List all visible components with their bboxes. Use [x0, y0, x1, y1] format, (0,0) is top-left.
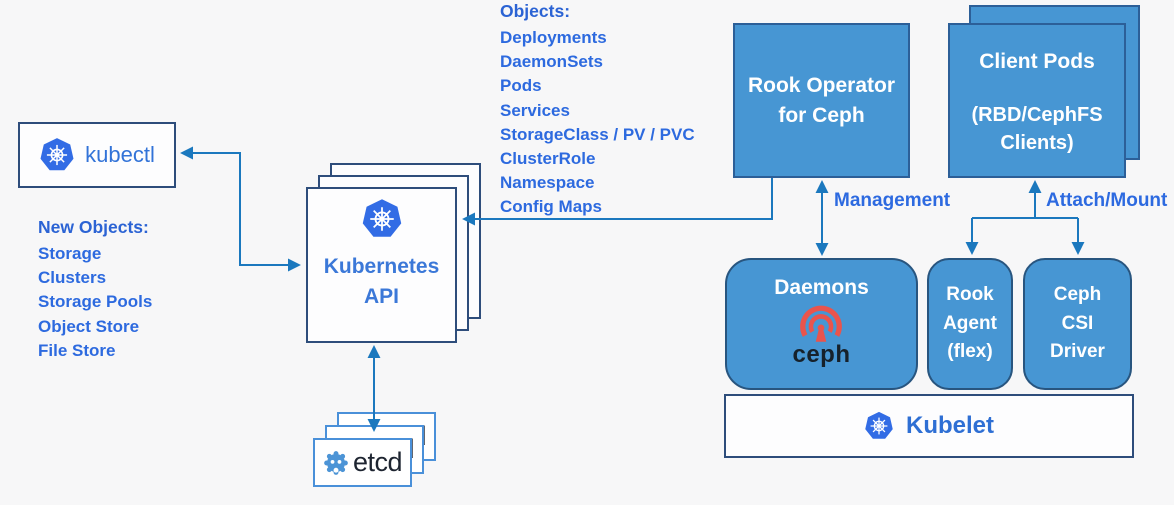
- management-edge-label: Management: [834, 190, 951, 211]
- edge-kubectl-api: [180, 146, 301, 272]
- objects-item: Pods: [500, 76, 542, 96]
- new-objects-item: Object Store: [38, 316, 140, 336]
- ceph-wordmark: ceph: [792, 341, 851, 368]
- etcd-icon: [323, 450, 349, 476]
- kubelet-box: Kubelet: [724, 394, 1134, 458]
- rook-operator-box: Rook Operator for Ceph: [733, 23, 910, 178]
- rook-agent-box: Rook Agent (flex): [927, 258, 1013, 390]
- kubectl-box: kubectl: [18, 122, 176, 188]
- kubernetes-api-box: Kubernetes API: [306, 187, 457, 343]
- ceph-logo: ceph: [792, 304, 850, 367]
- daemons-box: Daemons ceph: [725, 258, 918, 390]
- new-objects-list: New Objects: Storage Clusters Storage Po…: [38, 217, 152, 363]
- etcd-label: etcd: [352, 447, 403, 477]
- objects-item: DaemonSets: [500, 52, 603, 72]
- daemons-label: Daemons: [774, 276, 869, 299]
- new-objects-item: File Store: [38, 340, 116, 360]
- ceph-icon: [797, 304, 845, 346]
- objects-item: Config Maps: [500, 197, 602, 217]
- etcd-box: etcd: [313, 438, 412, 487]
- client-pods-title: Client Pods: [979, 50, 1095, 73]
- kubelet-label: Kubelet: [905, 412, 994, 439]
- rook-agent-label: Rook Agent (flex): [943, 284, 997, 363]
- objects-item: StorageClass / PV / PVC: [500, 124, 695, 144]
- objects-title: Objects:: [500, 1, 571, 21]
- kubectl-label: kubectl: [85, 142, 155, 167]
- ceph-csi-driver-box: Ceph CSI Driver: [1023, 258, 1132, 390]
- kubernetes-api-label: Kubernetes API: [323, 255, 440, 308]
- kubernetes-icon: [361, 198, 403, 240]
- objects-list: Objects: Deployments DaemonSets Pods Ser…: [500, 1, 695, 220]
- ceph-csi-driver-label: Ceph CSI Driver: [1050, 284, 1105, 363]
- objects-item: Services: [500, 100, 570, 120]
- rook-operator-label: Rook Operator for Ceph: [747, 73, 896, 127]
- kubernetes-icon: [864, 411, 894, 441]
- new-objects-item: Clusters: [38, 268, 107, 288]
- objects-item: ClusterRole: [500, 149, 596, 169]
- objects-item: Namespace: [500, 173, 595, 193]
- new-objects-item: Storage: [38, 244, 102, 263]
- kubernetes-icon: [39, 137, 75, 173]
- client-pods-subtitle: (RBD/CephFS Clients): [971, 104, 1103, 154]
- new-objects-item: Storage Pools: [38, 292, 153, 312]
- new-objects-title: New Objects:: [38, 217, 149, 237]
- client-pods-box: Client Pods (RBD/CephFS Clients): [948, 23, 1126, 178]
- attach-mount-edge-label: Attach/Mount: [1046, 190, 1168, 211]
- objects-item: Deployments: [500, 28, 607, 47]
